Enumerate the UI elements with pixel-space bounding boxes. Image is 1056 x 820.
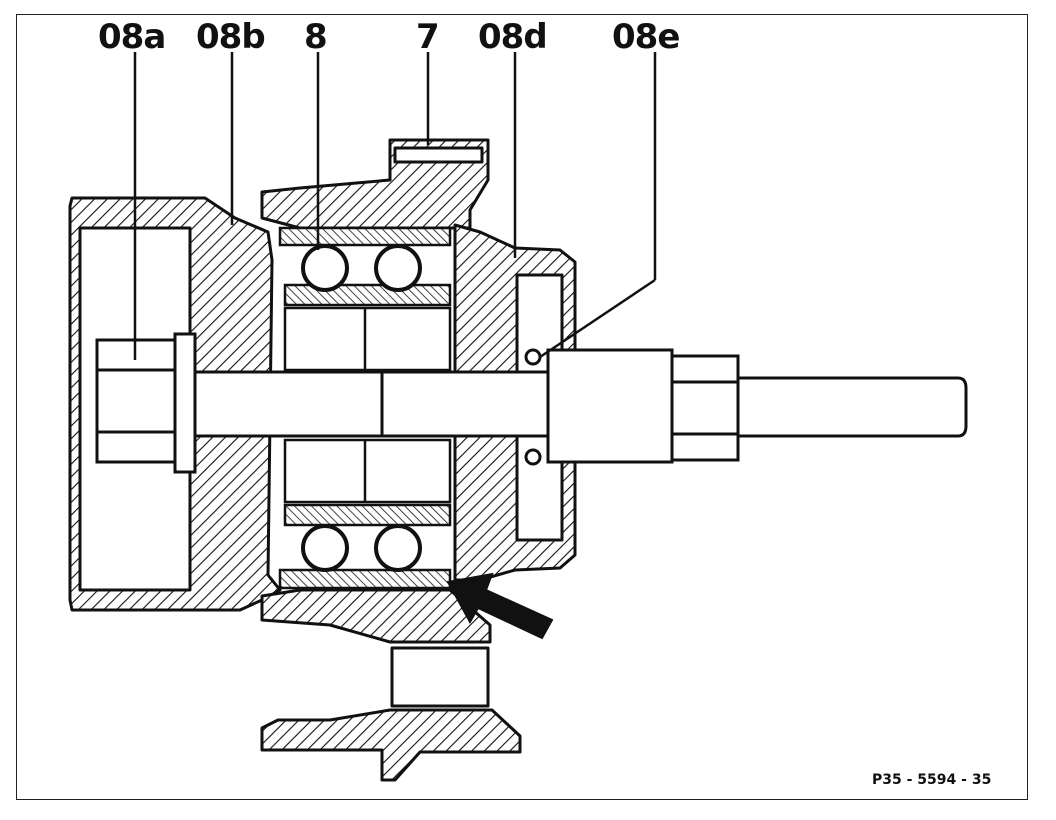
- part-7-housing-lower: [260, 588, 492, 644]
- bearing-spacer-upper: [283, 306, 452, 372]
- label-08a: 08a: [98, 17, 166, 57]
- label-08b: 08b: [196, 17, 266, 57]
- bearing-outer-race-bottom: [278, 568, 452, 590]
- label-08e: 08e: [612, 17, 680, 57]
- bearing-ball-top-left: [301, 244, 349, 292]
- shaft: [193, 370, 552, 438]
- part-lower-web: [390, 646, 490, 708]
- shaft-end: [736, 376, 968, 438]
- bolt-head: [95, 338, 177, 464]
- seal-ring-top: [524, 348, 542, 366]
- figure-reference: P35 - 5594 - 35: [872, 772, 992, 788]
- seal-ring-bottom: [524, 448, 542, 466]
- label-8: 8: [304, 17, 328, 57]
- bearing-outer-race-top: [278, 226, 452, 247]
- bearing-ball-top-right: [374, 244, 422, 292]
- bearing-ball-bottom-right: [374, 524, 422, 572]
- part-08e-collar: [546, 348, 674, 464]
- bearing-inner-race-top: [283, 283, 452, 307]
- bearing-inner-race-bottom: [283, 503, 452, 527]
- label-08d: 08d: [478, 17, 548, 57]
- indicator-arrow: [446, 572, 554, 640]
- bearing-spacer-lower: [283, 438, 452, 504]
- bearing-ball-bottom-left: [301, 524, 349, 572]
- washer: [173, 332, 197, 474]
- part-lower-mount: [260, 708, 522, 782]
- diagram-frame: [16, 14, 1028, 800]
- part-7-cap: [393, 146, 484, 164]
- label-7: 7: [416, 17, 440, 57]
- nut: [670, 354, 740, 462]
